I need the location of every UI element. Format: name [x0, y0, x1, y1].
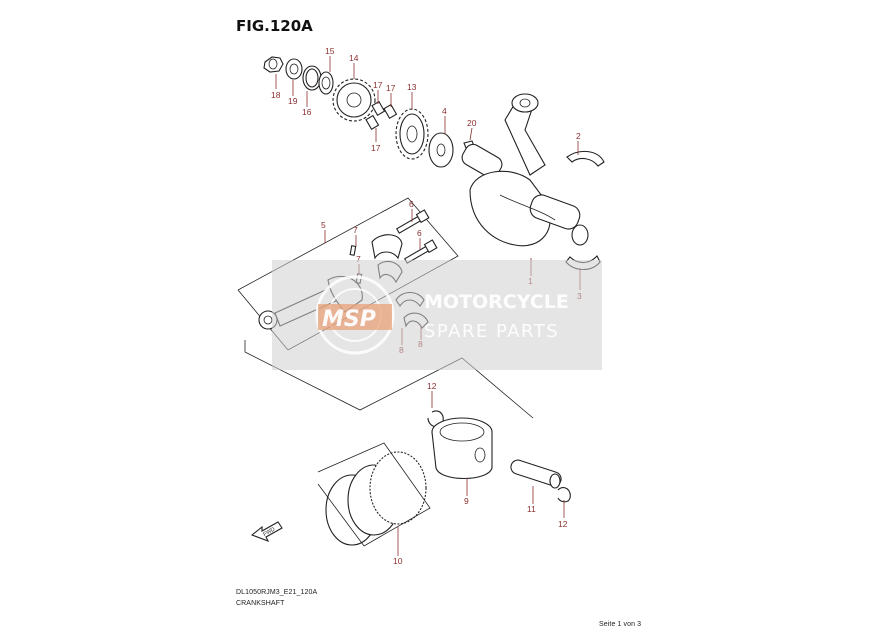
footer-diagram-name: CRANKSHAFT: [236, 600, 285, 607]
part-circlip-16[interactable]: [302, 65, 322, 91]
callout-9[interactable]: 9: [464, 496, 469, 506]
part-nut-18[interactable]: [263, 56, 284, 73]
callout-2[interactable]: 2: [576, 131, 581, 141]
callout-4[interactable]: 4: [442, 106, 447, 116]
part-spring-17a[interactable]: [371, 100, 386, 116]
part-bearing-2[interactable]: [566, 150, 605, 167]
fwd-arrow: FWD: [250, 521, 283, 543]
part-spring-17b[interactable]: [383, 103, 398, 119]
fwd-arrow-label: FWD: [262, 526, 276, 537]
footer-diagram-code: DL1050RJM3_E21_120A: [236, 589, 318, 596]
callout-5[interactable]: 5: [321, 220, 326, 230]
figure-title: FIG.120A: [236, 17, 313, 35]
part-washer-19[interactable]: [285, 58, 303, 80]
watermark-line2: SPARE PARTS: [424, 321, 559, 342]
part-spacer-15[interactable]: [318, 71, 334, 95]
callout-14[interactable]: 14: [349, 53, 359, 63]
callout-6a[interactable]: 6: [409, 199, 414, 209]
part-bolt-6a[interactable]: [395, 209, 430, 234]
callout-13[interactable]: 13: [407, 82, 417, 92]
callout-6b[interactable]: 6: [417, 228, 422, 238]
part-bolt-6b[interactable]: [403, 239, 438, 264]
callout-20[interactable]: 20: [467, 118, 477, 128]
part-spring-17c[interactable]: [365, 114, 380, 130]
part-washer-4[interactable]: [428, 132, 454, 168]
callout-17c[interactable]: 17: [371, 143, 381, 153]
part-gear-13[interactable]: [395, 108, 429, 160]
callout-19[interactable]: 19: [288, 96, 298, 106]
callout-18[interactable]: 18: [271, 90, 281, 100]
part-piston-9[interactable]: [431, 417, 493, 479]
callout-11[interactable]: 11: [527, 504, 536, 514]
callout-10[interactable]: 10: [393, 556, 403, 566]
part-dowel-7a[interactable]: [349, 245, 357, 256]
callout-12a[interactable]: 12: [427, 381, 437, 391]
piston-assembly-frame: [244, 340, 534, 419]
part-piston-pin-11[interactable]: [509, 458, 563, 489]
callout-7b[interactable]: 7: [356, 254, 361, 264]
callout-17a[interactable]: 17: [373, 80, 383, 90]
watermark-line1: MOTORCYCLE: [424, 291, 569, 313]
part-bearing-cap-upper[interactable]: [371, 234, 403, 260]
footer-page-indicator: Seite 1 von 3: [599, 621, 642, 628]
part-piston-rings-10[interactable]: [317, 442, 431, 547]
part-crankshaft-1[interactable]: [459, 93, 589, 247]
part-circlip-12b[interactable]: [557, 487, 571, 503]
callout-17b[interactable]: 17: [386, 83, 396, 93]
watermark-logo-text: MSP: [322, 307, 376, 332]
callout-16[interactable]: 16: [302, 107, 312, 117]
callout-15[interactable]: 15: [325, 46, 335, 56]
callout-12b[interactable]: 12: [558, 519, 568, 529]
watermark: MSP MOTORCYCLE SPARE PARTS: [272, 260, 602, 370]
callout-7a[interactable]: 7: [353, 225, 358, 235]
part-gear-14[interactable]: [332, 78, 376, 122]
